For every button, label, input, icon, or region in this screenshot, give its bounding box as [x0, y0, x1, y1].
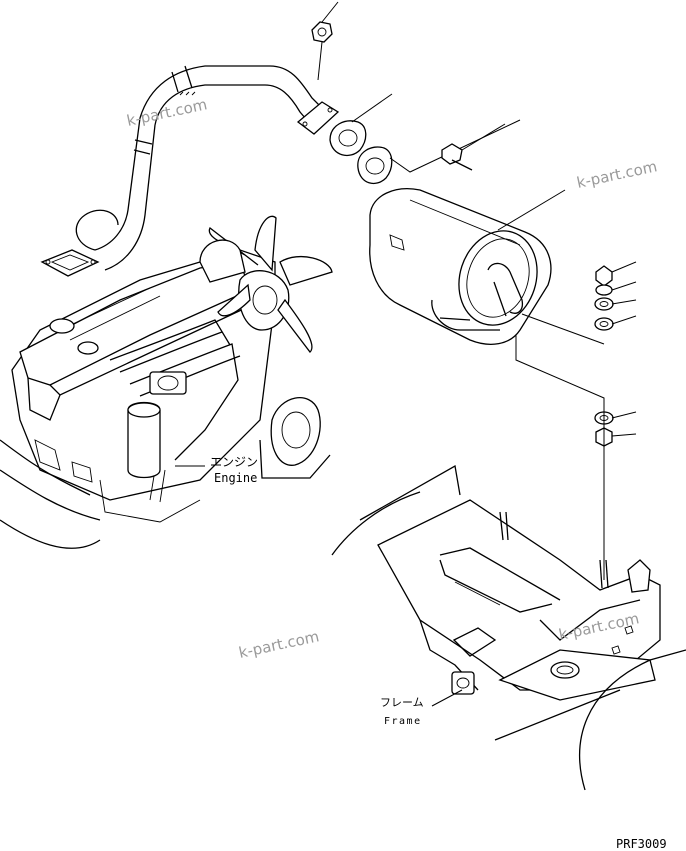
watermark-1: k-part.com	[125, 95, 209, 130]
exhaust-pipe	[40, 65, 340, 277]
flange-nut	[311, 1, 339, 81]
frame	[331, 464, 686, 791]
watermark-2: k-part.com	[575, 157, 659, 192]
watermark-3: k-part.com	[237, 627, 321, 662]
engine-label-jp: エンジン	[210, 455, 258, 469]
engine-label-en: Engine	[214, 471, 257, 485]
muffler-bolt	[441, 123, 506, 171]
frame-label: フレーム Frame	[380, 689, 463, 727]
muffler	[369, 188, 566, 345]
frame-label-en: Frame	[384, 716, 422, 727]
engine	[0, 215, 333, 549]
gasket-upper	[329, 93, 393, 157]
hardware-stack	[515, 261, 637, 580]
drawing-code: PRF3009	[616, 837, 667, 851]
frame-label-jp: フレーム	[380, 696, 424, 709]
engine-label: エンジン Engine	[175, 455, 258, 485]
